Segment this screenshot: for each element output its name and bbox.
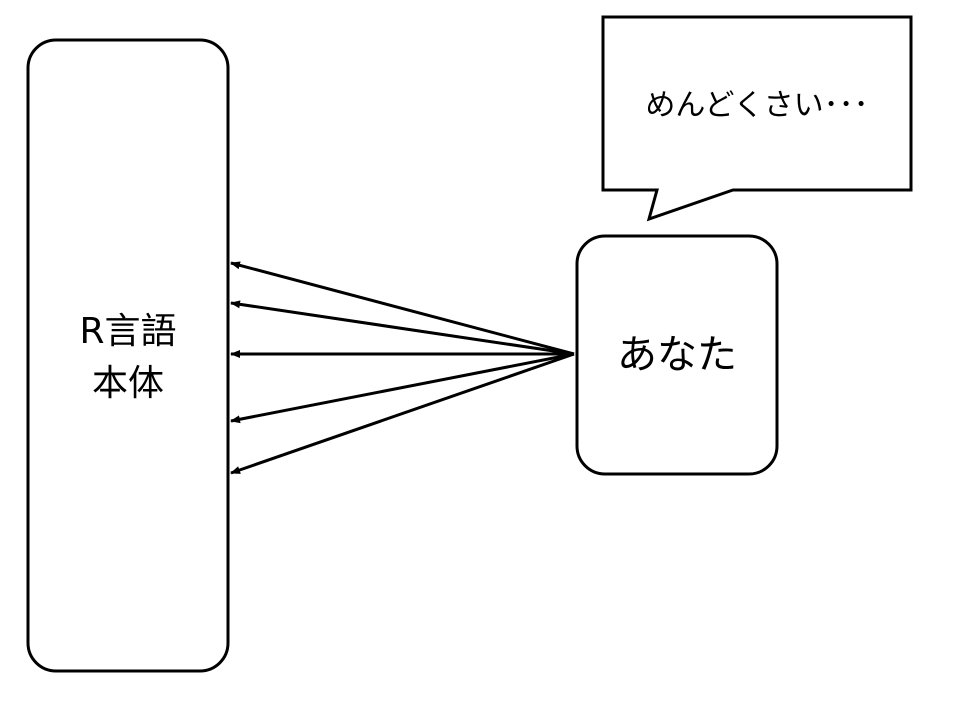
arrow-5 bbox=[230, 352, 575, 475]
speech-bubble bbox=[601, 15, 913, 222]
speech-bubble-text: めんどくさい･･･ bbox=[645, 88, 869, 123]
arrow-4 bbox=[230, 352, 575, 424]
arrows-group bbox=[230, 261, 575, 475]
r-core-label-line-2: 本体 bbox=[91, 363, 164, 404]
you-label: あなた bbox=[617, 332, 737, 378]
r-core-box bbox=[26, 38, 230, 673]
you-box bbox=[575, 234, 779, 476]
r-core-label: R言語 本体 bbox=[28, 306, 228, 410]
arrow-2 bbox=[230, 300, 575, 356]
arrow-1 bbox=[230, 261, 575, 356]
r-core-label-line-1: R言語 bbox=[79, 311, 177, 352]
